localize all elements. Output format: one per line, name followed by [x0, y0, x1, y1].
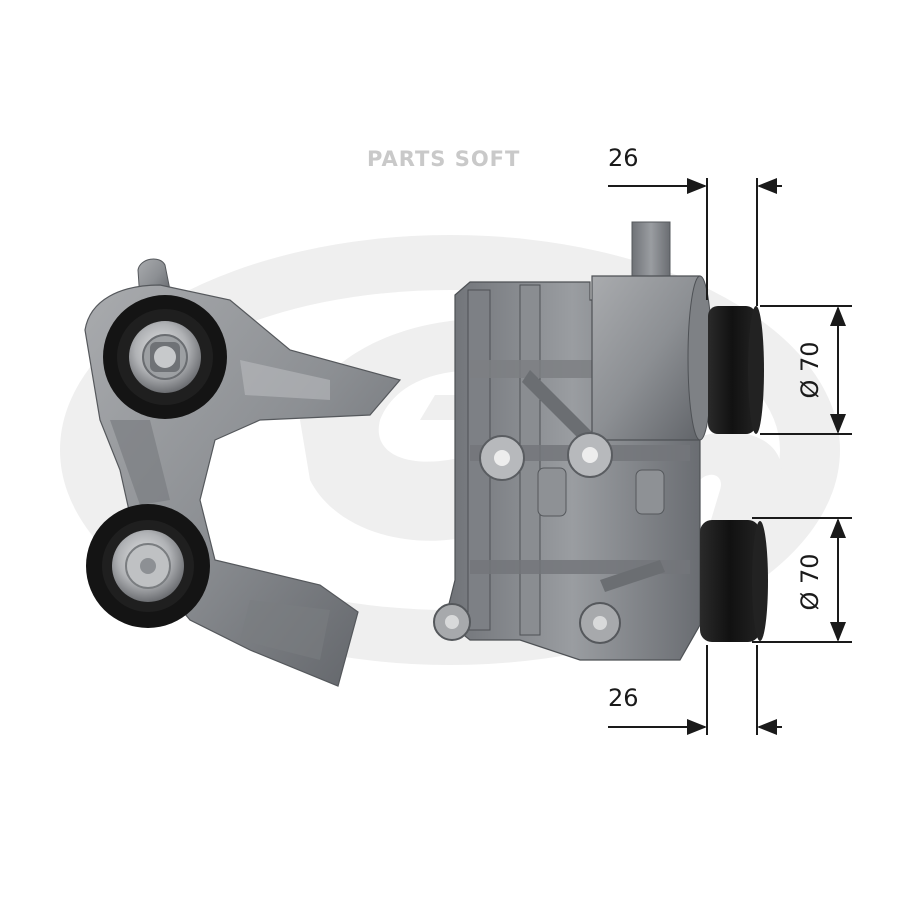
lower-roller-left [86, 504, 210, 628]
bolt-3 [433, 603, 471, 641]
bolt-2 [567, 432, 613, 478]
dim-width-bottom: 26 [608, 684, 639, 712]
bolt-4 [579, 602, 621, 644]
bolt-1 [479, 435, 525, 481]
dim-diameter-lower: Ø 70 [796, 553, 824, 610]
upper-roller-left [103, 295, 227, 419]
dim-diameter-upper: Ø 70 [796, 341, 824, 398]
dim-width-top: 26 [608, 144, 639, 172]
lower-roller-right [700, 520, 768, 642]
upper-roller-right [708, 306, 764, 434]
dimension-lines [608, 178, 852, 735]
watermark-text: PARTS SOFT [367, 147, 521, 171]
right-view-tensioner [433, 221, 768, 661]
left-view-tensioner [84, 258, 402, 687]
